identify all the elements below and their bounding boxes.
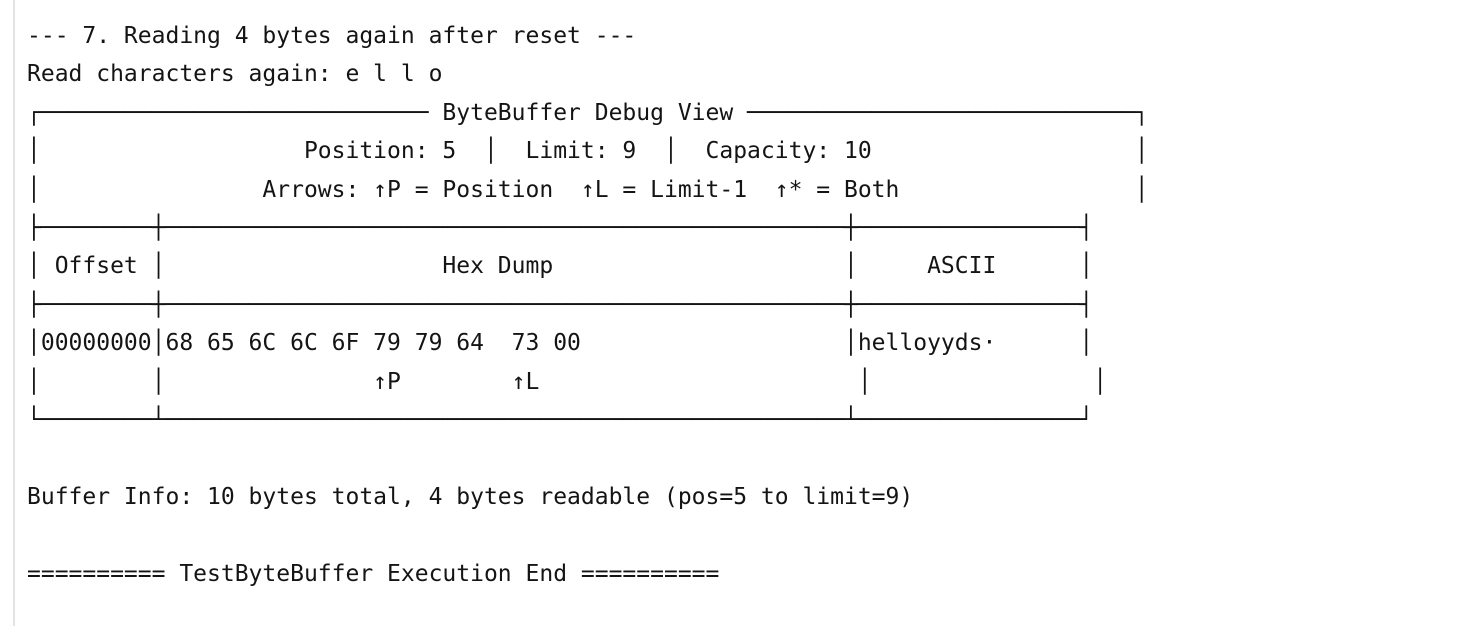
table-separator-mid: ├────────┼──────────────────────────────… bbox=[27, 291, 1094, 318]
panel-edge-divider bbox=[13, 0, 15, 626]
read-result-line: Read characters again: e l l o bbox=[27, 61, 443, 88]
execution-end-line: ========== TestByteBuffer Execution End … bbox=[27, 560, 720, 587]
terminal-output: --- 7. Reading 4 bytes again after reset… bbox=[27, 17, 1149, 593]
buffer-info-line: Buffer Info: 10 bytes total, 4 bytes rea… bbox=[27, 483, 914, 510]
table-border-bottom: └────────┴──────────────────────────────… bbox=[27, 407, 1094, 434]
blank-line bbox=[27, 439, 1149, 477]
table-separator-top: ├────────┼──────────────────────────────… bbox=[27, 215, 1094, 242]
hex-dump-row: │00000000│68 65 6C 6C 6F 79 79 64 73 00 … bbox=[27, 330, 1094, 357]
arrow-markers-row: │ │ ↑P ↑L │ │ bbox=[27, 368, 1108, 395]
debugview-status-line: │ Position: 5 │ Limit: 9 │ Capacity: 10 … bbox=[27, 138, 1149, 165]
table-header-row: │ Offset │ Hex Dump │ ASCII │ bbox=[27, 253, 1094, 280]
debugview-arrows-legend: │ Arrows: ↑P = Position ↑L = Limit-1 ↑* … bbox=[27, 176, 1149, 203]
blank-line bbox=[27, 516, 1149, 554]
section-header-line: --- 7. Reading 4 bytes again after reset… bbox=[27, 23, 637, 49]
debugview-box-top-title: ┌──────────────────────────── ByteBuffer… bbox=[27, 99, 1149, 126]
